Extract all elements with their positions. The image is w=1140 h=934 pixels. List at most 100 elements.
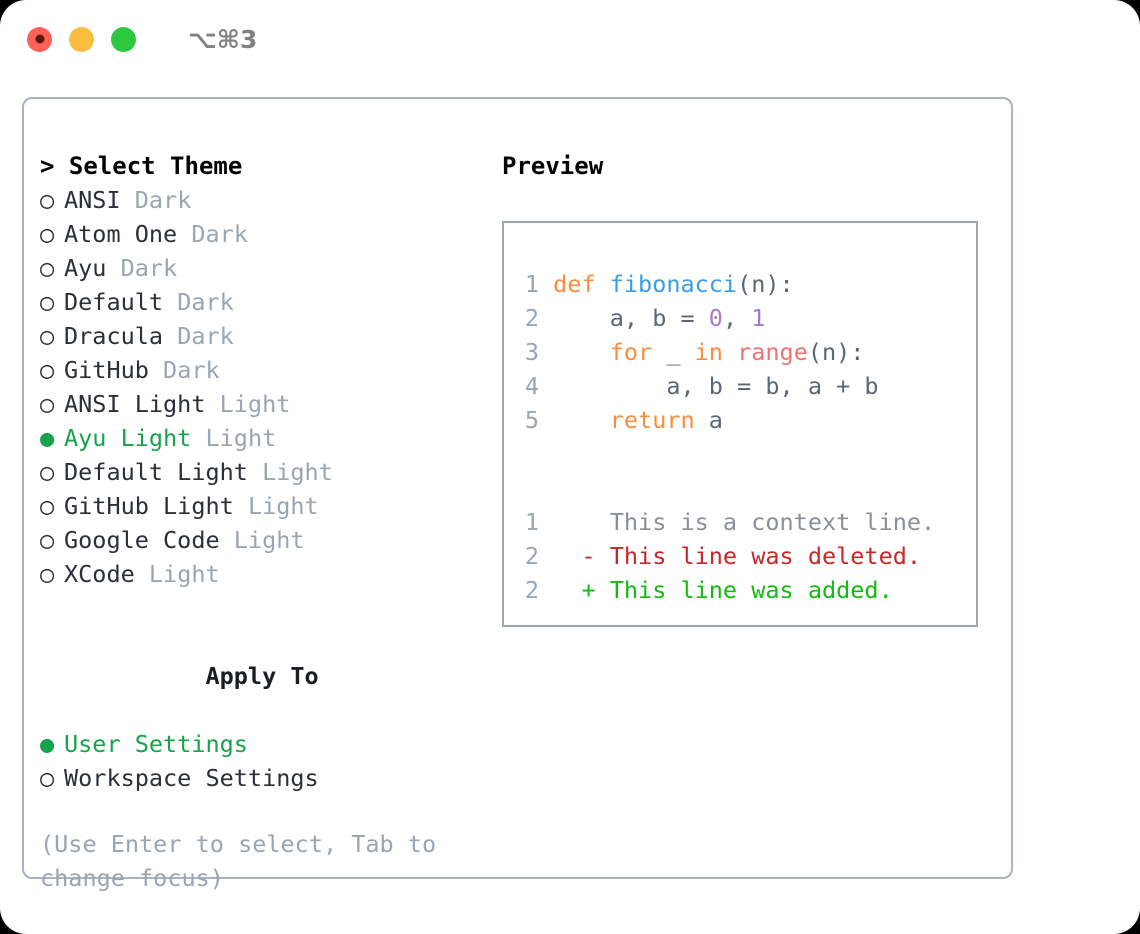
window-controls [27,26,136,52]
code-token-kw: def [553,270,610,298]
radio-unselected-icon: ○ [40,220,55,248]
theme-item-variant: Light [262,458,333,486]
theme-item-label: ANSI [64,186,121,214]
theme-item-label: Default [64,288,164,316]
close-button[interactable] [27,26,52,52]
radio-unselected-icon: ○ [40,186,55,214]
theme-item-label: Dracula [64,322,164,350]
line-number-gap [539,304,553,332]
code-token-txt: (n): [737,270,794,298]
line-number-gap [539,338,553,366]
theme-item-variant: Dark [191,220,248,248]
theme-item-label: XCode [64,560,135,588]
radio-unselected-icon: ○ [40,356,55,384]
apply-to-item[interactable]: ○Workspace Settings [40,761,490,795]
code-line: 5 return a [524,403,976,437]
theme-item-gap [121,186,135,214]
theme-item-label: GitHub Light [64,492,234,520]
code-token-fn: fibonacci [609,270,738,298]
line-number: 5 [524,406,539,434]
theme-item[interactable]: ○Google Code Light [40,523,490,557]
theme-item-gap [220,526,234,554]
theme-item-variant: Light [247,492,319,520]
maximize-button[interactable] [111,26,136,52]
radio-unselected-icon: ○ [40,458,55,486]
preview-pane: Preview 1 def fibonacci(n):2 a, b = 0, 1… [502,149,992,627]
diff-line-number: 2 [524,576,539,604]
radio-unselected-icon: ○ [40,526,55,554]
keyboard-shortcut-label: ⌥⌘3 [188,24,258,54]
theme-item-variant: Dark [177,288,234,316]
apply-to-item-label: User Settings [64,730,248,758]
code-token-kw: for [609,338,653,366]
diff-sign: - [539,542,610,570]
theme-item-variant: Light [148,560,220,588]
theme-item-gap [163,288,177,316]
theme-item[interactable]: ●Ayu Light Light [40,421,490,455]
code-token-txt: _ [652,338,695,366]
preview-title: Preview [502,152,604,180]
code-token-txt [723,338,737,366]
diff-sign [539,508,610,536]
radio-selected-icon: ● [40,730,55,758]
list-spacer [40,591,490,625]
theme-item[interactable]: ○Atom One Dark [40,217,490,251]
radio-unselected-icon: ○ [40,764,55,792]
diff-line: 1 This is a context line. [524,505,976,539]
theme-item-variant: Dark [120,254,178,282]
theme-item-label: Default Light [64,458,248,486]
theme-item-variant: Dark [163,356,220,384]
apply-to-list: ● User Settings ○Workspace Settings [40,727,490,795]
theme-picker: > Select Theme ○ANSI Dark○Atom One Dark○… [40,149,490,895]
radio-unselected-icon: ○ [40,322,55,350]
code-token-num: 0 [708,304,723,332]
theme-item[interactable]: ○XCode Light [40,557,490,591]
line-number-gap [539,372,553,400]
diff-text: This line was added. [609,576,893,604]
theme-item-gap [248,458,262,486]
theme-item-gap [177,220,191,248]
theme-item[interactable]: ○Ayu Dark [40,251,490,285]
theme-item-label: ANSI Light [64,390,206,418]
diff-sign: + [539,576,610,604]
line-number: 3 [524,338,539,366]
theme-item[interactable]: ○Default Dark [40,285,490,319]
apply-to-item[interactable]: ● User Settings [40,727,490,761]
code-token-txt [553,406,610,434]
theme-item-gap [135,560,149,588]
minimize-button[interactable] [69,26,94,52]
main-panel: > Select Theme ○ANSI Dark○Atom One Dark○… [22,97,1013,892]
theme-item[interactable]: ○GitHub Dark [40,353,490,387]
keyboard-hint: (Use Enter to select, Tab to change focu… [40,830,451,892]
theme-item-gap [163,322,177,350]
theme-item[interactable]: ○ ANSI Dark [40,183,490,217]
theme-item-gap [149,356,163,384]
theme-item[interactable]: ○ GitHub Light Light [40,489,490,523]
diff-line: 2 - This line was deleted. [524,539,976,573]
theme-item[interactable]: ○Dracula Dark [40,319,490,353]
line-number: 4 [524,372,539,400]
theme-item-label: Ayu [64,254,107,282]
code-token-txt: (n): [807,338,865,366]
theme-picker-prompt: > Select Theme [40,152,243,180]
line-number: 1 [524,270,539,298]
diff-line-number: 1 [524,508,539,536]
theme-item-variant: Dark [134,186,192,214]
theme-item-gap [191,424,205,452]
line-number: 2 [524,304,539,332]
radio-unselected-icon: ○ [40,492,55,520]
theme-item[interactable]: ○ANSI Light Light [40,387,490,421]
theme-item-variant: Light [219,390,291,418]
code-token-txt: , [722,304,752,332]
title-bar: ⌥⌘3 [0,0,1140,78]
theme-item[interactable]: ○ Default Light Light [40,455,490,489]
apply-to-title-indent [181,659,205,693]
line-number-gap [539,270,553,298]
diff-sample: 1 This is a context line.2 - This line w… [524,505,976,607]
diff-line-number: 2 [524,542,539,570]
line-number-gap [539,406,553,434]
theme-item-gap [106,254,120,282]
